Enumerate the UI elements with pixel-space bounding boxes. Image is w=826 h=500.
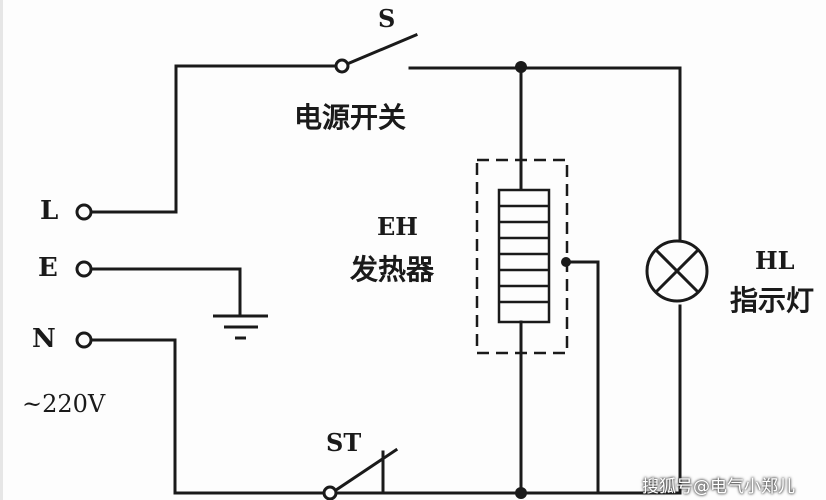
indicator-name: 指示灯 bbox=[730, 284, 815, 317]
terminal-l-icon bbox=[75, 203, 93, 221]
switch-s-name: 电源开关 bbox=[294, 101, 407, 134]
terminal-e-label: E bbox=[38, 253, 58, 283]
thermostat-blade bbox=[333, 447, 399, 493]
thermostat-symbol: ST bbox=[326, 428, 362, 457]
junction-dot-bottom bbox=[515, 487, 527, 499]
indicator-lamp-icon bbox=[645, 239, 709, 303]
neutral-wire bbox=[90, 338, 327, 495]
indicator-symbol: HL bbox=[755, 246, 795, 275]
watermark: 搜狐号@电气小郑儿 bbox=[642, 477, 795, 497]
earth-wire bbox=[90, 267, 242, 317]
heater-symbol: EH bbox=[377, 212, 418, 241]
terminal-n-label: N bbox=[32, 324, 56, 354]
left-border bbox=[0, 0, 3, 500]
line-wire bbox=[90, 64, 339, 214]
thermostat-pivot-icon bbox=[322, 485, 338, 500]
switch-s-blade bbox=[345, 33, 418, 66]
ground-icon bbox=[213, 314, 268, 340]
terminal-n-icon bbox=[75, 331, 93, 349]
top-rail bbox=[408, 66, 682, 250]
terminal-l-label: L bbox=[40, 196, 59, 226]
heater-element-icon bbox=[497, 188, 551, 324]
heater-name: 发热器 bbox=[350, 253, 435, 286]
junction-dot-top bbox=[515, 61, 527, 73]
heater-enclosure bbox=[475, 158, 569, 355]
heater-tap-wire bbox=[564, 260, 600, 495]
terminal-e-icon bbox=[75, 260, 93, 278]
switch-s-pivot-icon bbox=[334, 58, 350, 74]
switch-s-symbol: S bbox=[378, 4, 396, 33]
supply-voltage-label: ~220V bbox=[22, 390, 106, 418]
